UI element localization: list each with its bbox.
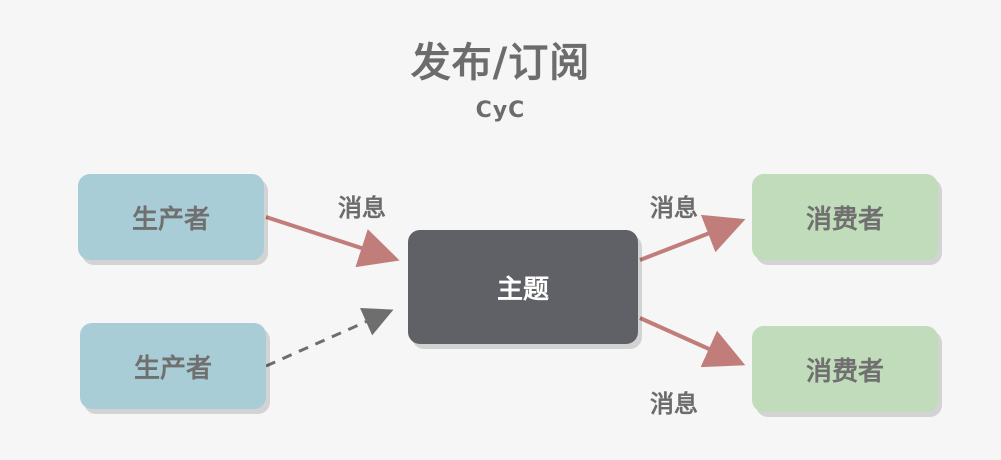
arrow-topic-to-consumer2 [639,316,746,368]
arrow-topic-to-consumer1 [639,214,746,262]
message-label-producer: 消息 [338,194,386,222]
arrow-producer2-to-topic [265,307,394,368]
message-label-consumer-2: 消息 [650,390,698,418]
producer-node-2: 生产者 [80,323,266,409]
diagram-subtitle: CyC [475,98,526,123]
topic-node: 主题 [408,230,638,344]
message-label-consumer-1: 消息 [650,194,698,222]
arrow-producer1-to-topic [265,215,400,268]
consumer-node-1: 消费者 [752,174,938,260]
consumer-node-2: 消费者 [752,326,938,412]
producer-node-1: 生产者 [78,174,264,260]
diagram-title: 发布/订阅 [410,40,591,86]
